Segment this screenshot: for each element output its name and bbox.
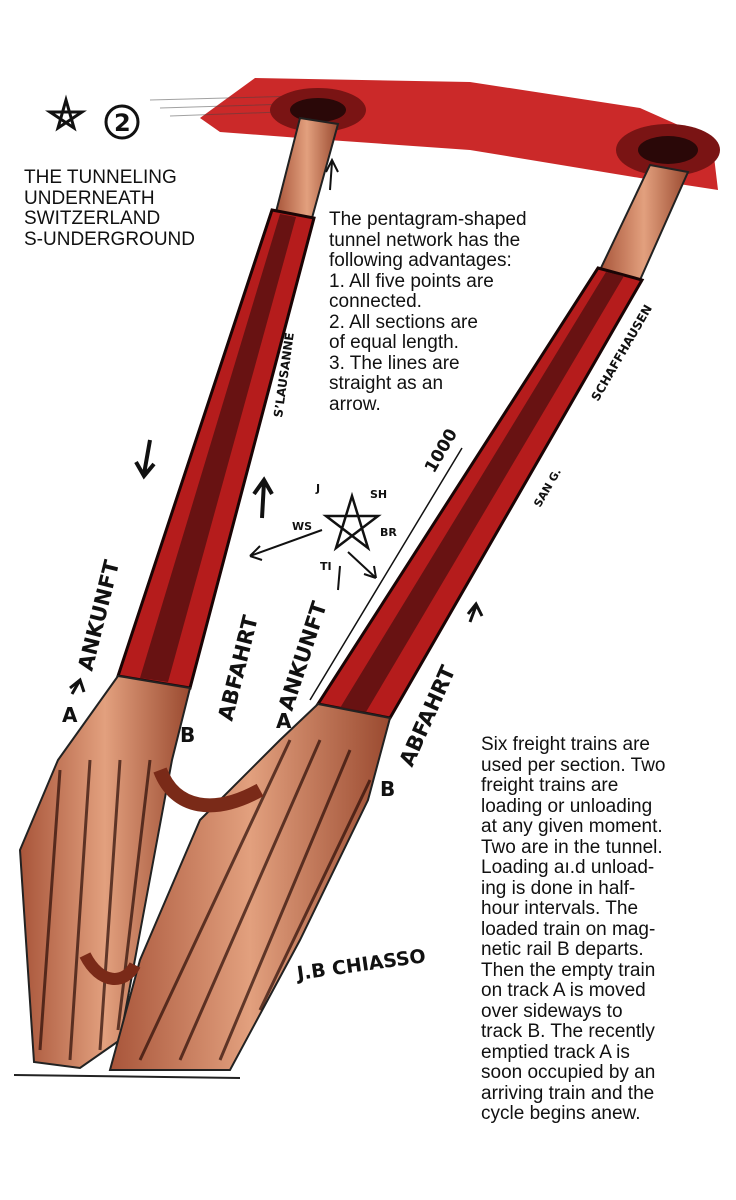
cycle-line: ing is done in half- bbox=[481, 879, 721, 900]
tunnel-left-shade bbox=[140, 214, 296, 682]
cycle-line: Then the empty train bbox=[481, 961, 721, 982]
star-icon bbox=[50, 100, 82, 128]
title-line: S-UNDERGROUND bbox=[24, 230, 254, 251]
title-block: THE TUNNELING UNDERNEATH SWITZERLAND S-U… bbox=[24, 168, 254, 250]
cycle-line: loading or unloading bbox=[481, 797, 721, 818]
pentagram-icon bbox=[326, 496, 378, 548]
title-line: SWITZERLAND bbox=[24, 209, 254, 230]
tunnel-right-upper bbox=[600, 165, 688, 280]
advantages-line: 1. All five points are bbox=[329, 272, 569, 293]
title-line: THE TUNNELING bbox=[24, 168, 254, 189]
star-label-ws: WS bbox=[292, 520, 312, 533]
arrow-up-mid-icon bbox=[254, 480, 272, 518]
label-ankunft-left: ANKUNFT bbox=[74, 557, 125, 673]
advantages-line: tunnel network has the bbox=[329, 231, 569, 252]
cycle-line: over sideways to bbox=[481, 1002, 721, 1023]
cycle-line: arriving train and the bbox=[481, 1084, 721, 1105]
advantages-line: The pentagram-shaped bbox=[329, 210, 569, 231]
advantages-text: The pentagram-shaped tunnel network has … bbox=[329, 210, 569, 415]
advantages-line: 2. All sections are bbox=[329, 313, 569, 334]
cycle-line: Two are in the tunnel. bbox=[481, 838, 721, 859]
ground-line bbox=[14, 1075, 240, 1078]
arrow-ankunft-left-icon bbox=[70, 680, 84, 694]
advantages-line: of equal length. bbox=[329, 333, 569, 354]
cycle-line: emptied track A is bbox=[481, 1043, 721, 1064]
label-chiasso: J.B CHIASSO bbox=[294, 945, 427, 985]
cycle-text: Six freight trains are used per section.… bbox=[481, 735, 721, 1125]
advantages-line: 3. The lines are bbox=[329, 354, 569, 375]
cycle-line: track B. The recently bbox=[481, 1022, 721, 1043]
cycle-line: cycle begins anew. bbox=[481, 1104, 721, 1125]
label-st-gallen: SAN G. bbox=[531, 466, 564, 509]
arrow-left-icon bbox=[250, 530, 322, 560]
circled-number: 2 bbox=[114, 109, 131, 137]
advantages-line: following advantages: bbox=[329, 251, 569, 272]
star-label-top: J bbox=[315, 482, 320, 495]
cycle-line: Six freight trains are bbox=[481, 735, 721, 756]
cycle-line: soon occupied by an bbox=[481, 1063, 721, 1084]
star-label-br: BR bbox=[380, 526, 397, 539]
cycle-line: loaded train on mag- bbox=[481, 920, 721, 941]
cycle-line: on track A is moved bbox=[481, 981, 721, 1002]
cycle-line: hour intervals. The bbox=[481, 899, 721, 920]
label-track-a-left: A bbox=[62, 703, 78, 727]
label-abfahrt-left: ABFAHRT bbox=[214, 612, 263, 723]
cycle-line: Loading aı.d unload- bbox=[481, 858, 721, 879]
arrow-down-left-icon bbox=[136, 440, 154, 476]
arrow-abfahrt-right-icon bbox=[468, 604, 482, 622]
label-track-a-right: A bbox=[276, 709, 292, 733]
label-track-b-left: B bbox=[180, 723, 195, 747]
arrow-down-icon bbox=[338, 566, 340, 590]
star-label-ti: TI bbox=[320, 560, 332, 573]
arrow-right-icon bbox=[348, 552, 376, 578]
star-label-sh: SH bbox=[370, 488, 387, 501]
advantages-line: straight as an bbox=[329, 374, 569, 395]
label-distance: 1000 bbox=[421, 425, 462, 476]
advantages-line: arrow. bbox=[329, 395, 569, 416]
cycle-line: netic rail B departs. bbox=[481, 940, 721, 961]
cycle-line: at any given moment. bbox=[481, 817, 721, 838]
cycle-line: freight trains are bbox=[481, 776, 721, 797]
title-line: UNDERNEATH bbox=[24, 189, 254, 210]
advantages-line: connected. bbox=[329, 292, 569, 313]
label-track-b-right: B bbox=[380, 777, 395, 801]
cycle-line: used per section. Two bbox=[481, 756, 721, 777]
